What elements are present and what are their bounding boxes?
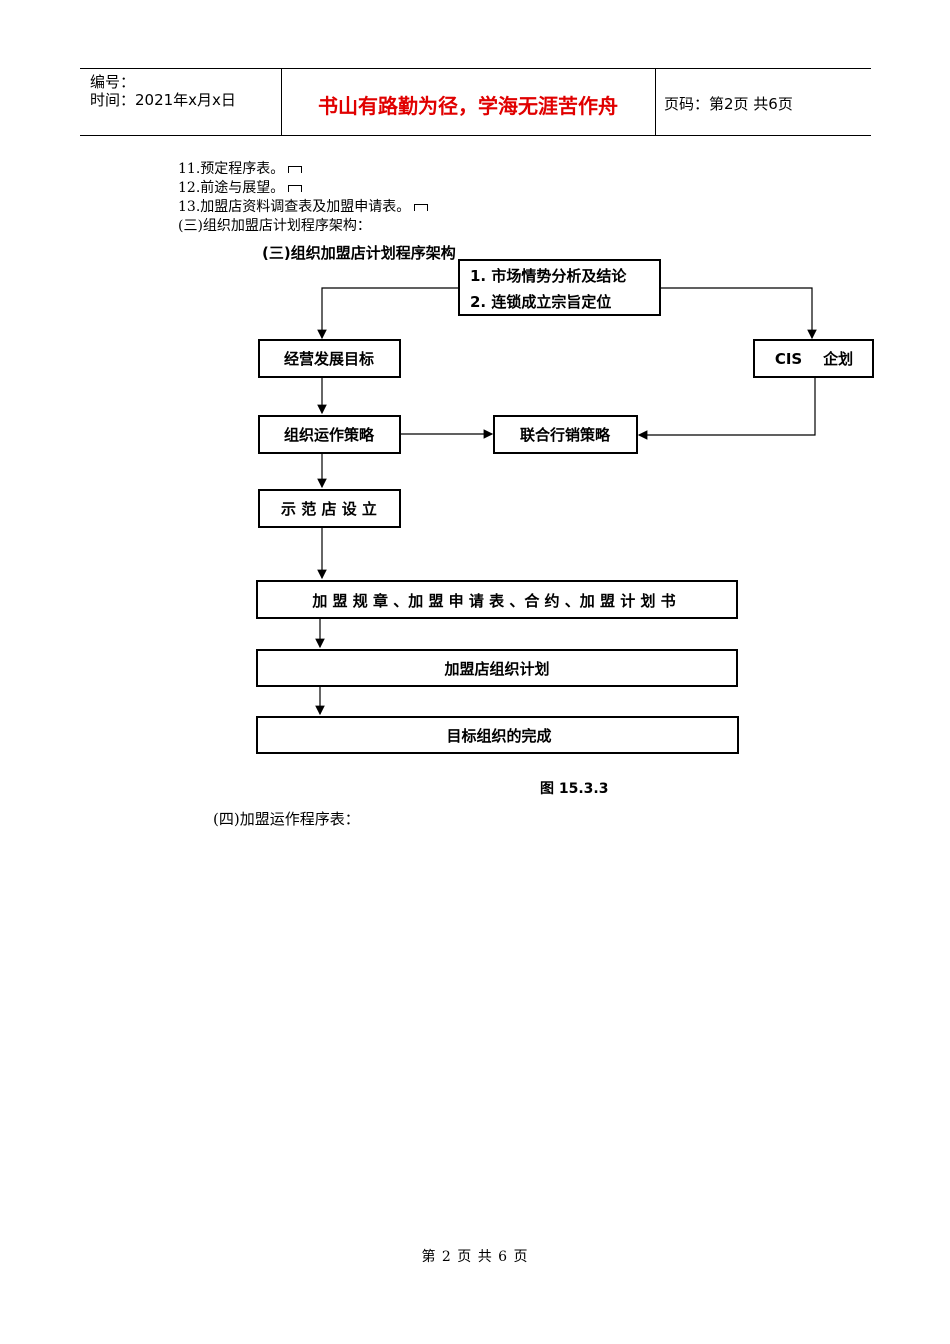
header-page: 页码：第2页 共6页 (664, 95, 793, 113)
return-mark-icon (288, 184, 303, 192)
section-4-title: (四)加盟运作程序表： (213, 810, 360, 828)
figure-caption: 图 15.3.3 (540, 781, 609, 797)
return-mark-icon (414, 203, 429, 211)
box-market-line2: 2. 连锁成立宗旨定位 (470, 293, 611, 311)
box-demo-store (258, 489, 401, 528)
box-cis-label: CIS 企划 (775, 350, 853, 368)
list-item: 11.预定程序表。 (178, 160, 303, 178)
box-marketing-label: 联合行销策略 (520, 426, 611, 444)
list-item: 13.加盟店资料调查表及加盟申请表。 (178, 198, 429, 216)
box-goal (258, 339, 401, 378)
box-market-analysis: 1. 市场情势分析及结论 2. 连锁成立宗旨定位 (458, 259, 661, 316)
header-divider-left (281, 68, 282, 136)
box-target-done-label: 目标组织的完成 (446, 727, 551, 745)
header-top-rule (80, 68, 871, 69)
box-market-line1: 1. 市场情势分析及结论 (470, 267, 627, 285)
connector-top-right (660, 287, 817, 340)
list-item: 12.前途与展望。 (178, 179, 303, 197)
connector-cis-marketing (637, 377, 816, 440)
box-rules (256, 580, 738, 619)
header-time: 时间：2021年x月x日 (90, 91, 236, 109)
connector-top-left (317, 287, 459, 340)
box-org-plan (256, 649, 738, 687)
page-footer: 第 2 页 共 6 页 (421, 1249, 529, 1265)
section-3-title: (三)组织加盟店计划程序架构： (178, 218, 371, 234)
flowchart: (三)组织加盟店计划程序架构 1. 市场情势分析及结论 2. 连锁成立宗旨定位 … (256, 244, 874, 754)
header-number: 编号： (90, 73, 136, 91)
box-demo-store-label: 示 范 店 设 立 (281, 500, 377, 518)
box-org-plan-label: 加盟店组织计划 (443, 660, 549, 678)
box-rules-label: 加 盟 规 章 、加 盟 申 请 表 、合 约 、加 盟 计 划 书 (311, 592, 675, 610)
return-mark-icon (288, 165, 303, 173)
box-target-done (256, 716, 739, 754)
box-goal-label: 经营发展目标 (284, 350, 374, 368)
header-bottom-rule (80, 135, 871, 136)
box-cis (753, 339, 874, 378)
header-motto: 书山有路勤为径，学海无涯苦作舟 (318, 94, 618, 118)
header-divider-right (655, 68, 656, 136)
box-marketing (493, 415, 638, 454)
flowchart-cut-title: (三)组织加盟店计划程序架构 (262, 244, 456, 262)
box-strategy-label: 组织运作策略 (284, 426, 375, 444)
